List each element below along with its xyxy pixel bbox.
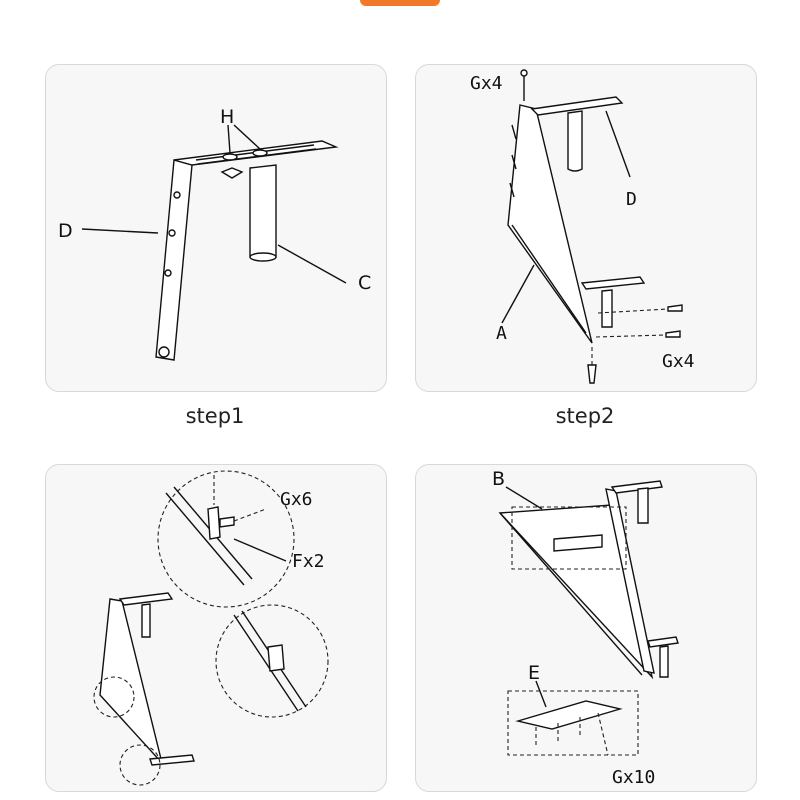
dash-path: [597, 308, 669, 314]
step4-panel: B E Gx10: [415, 464, 757, 792]
step1-caption: step1: [185, 404, 245, 428]
label-h: H: [220, 106, 234, 128]
top-bracket: [530, 96, 624, 116]
board-panel: [99, 598, 163, 764]
leader-c: [277, 244, 347, 284]
bracket-nut: [219, 516, 235, 528]
label-g-top: Gx4: [470, 73, 503, 94]
step2-caption: step2: [555, 404, 615, 428]
screw: [587, 364, 597, 384]
step2-panel: Gx4 D A Gx4: [415, 64, 757, 392]
label-d: D: [626, 189, 637, 210]
step1-diagram: H D C: [58, 106, 371, 361]
label-g: Gx6: [280, 489, 313, 510]
top-bracket: [610, 480, 663, 494]
board-edge: [499, 512, 643, 676]
screw-hole: [168, 229, 176, 237]
leader-d: [605, 110, 631, 178]
leader-h: [227, 124, 261, 154]
step3-panel: Gx6 Fx2: [45, 464, 387, 792]
screw: [665, 330, 681, 338]
zoom-circle: [157, 470, 295, 608]
leg-cylinder: [249, 164, 277, 261]
dash-path: [595, 334, 667, 338]
bracket-vertical-arm: [605, 488, 655, 674]
bottom-leg: [601, 289, 613, 328]
leader-b: [505, 486, 543, 510]
dash-path: [535, 712, 609, 756]
dash-path: [233, 508, 267, 522]
label-c: C: [358, 272, 371, 294]
screw-hole: [158, 346, 170, 358]
label-e: E: [528, 662, 540, 684]
board-edge-zoom: [165, 486, 253, 586]
leader-d: [81, 228, 159, 234]
top-leg: [141, 603, 151, 638]
bracket-nut: [267, 644, 285, 672]
screw-head: [520, 69, 528, 77]
wing-nut: [220, 167, 244, 179]
board-panel: [507, 104, 593, 344]
label-b: B: [492, 468, 505, 490]
top-accent-bar: [360, 0, 440, 6]
top-bracket: [118, 592, 174, 606]
top-leg: [567, 110, 583, 172]
top-leg: [637, 487, 649, 524]
zoom-marker: [93, 676, 135, 718]
leg-foot: [249, 252, 277, 262]
zoom-circle: [215, 604, 329, 718]
board-edge: [511, 224, 587, 334]
support-rail: [553, 534, 603, 552]
bracket-plate: [207, 506, 221, 540]
bottom-bracket: [149, 754, 195, 766]
label-f: Fx2: [292, 551, 325, 572]
step2-diagram: Gx4 D A Gx4: [470, 69, 695, 384]
leader-a: [501, 264, 535, 324]
side-screws: [509, 124, 517, 198]
detail-box-b: [511, 506, 627, 570]
step4-diagram: B E Gx10: [492, 468, 679, 788]
bottom-bracket: [647, 636, 679, 648]
bottom-bracket: [580, 276, 646, 290]
knob-hole: [252, 149, 268, 157]
label-g-bottom: Gx4: [662, 351, 695, 372]
detail-box-e: [507, 690, 639, 756]
bottom-leg: [659, 645, 669, 678]
step3-diagram: Gx6 Fx2: [93, 470, 329, 786]
screw-hole: [164, 269, 172, 277]
screw: [667, 304, 683, 312]
label-a: A: [496, 323, 507, 344]
knob-hole: [222, 153, 238, 161]
bracket-vertical-arm: [155, 159, 193, 361]
zoom-marker: [119, 744, 161, 786]
support-bracket: [515, 700, 623, 730]
screw-hole: [173, 191, 181, 199]
leader-e: [535, 680, 547, 708]
label-d: D: [58, 220, 73, 242]
leader-f: [233, 538, 287, 562]
label-g: Gx10: [612, 767, 655, 788]
step1-panel: H D C: [45, 64, 387, 392]
